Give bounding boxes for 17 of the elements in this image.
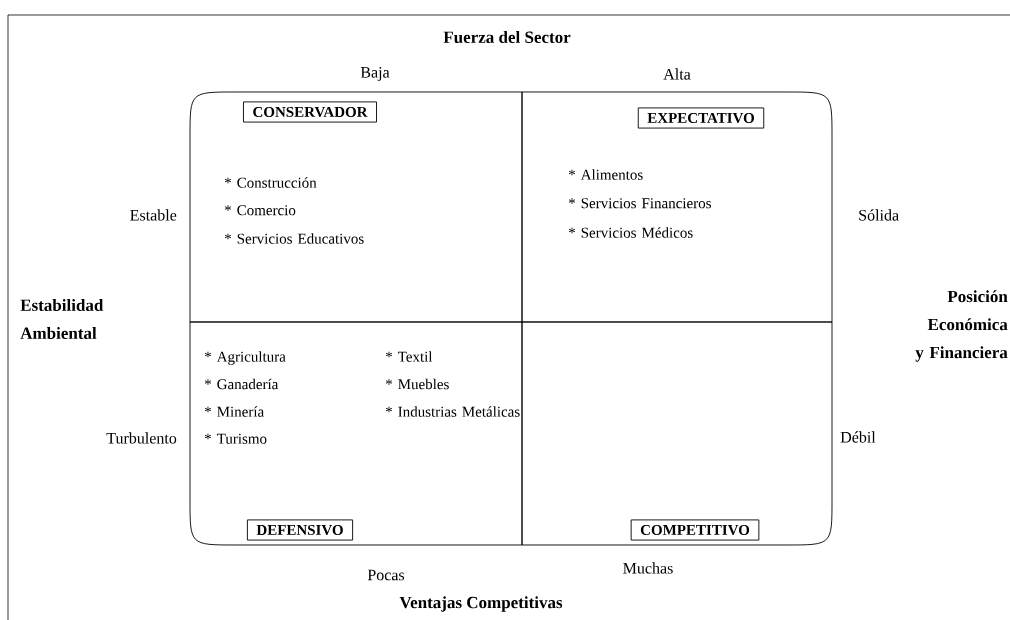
quadrant	[521, 321, 833, 546]
axis-value: Estable	[130, 209, 177, 221]
axis-title: Estabilidad Ambiental	[20, 299, 104, 339]
axis-value: Pocas	[367, 569, 405, 581]
axis-value: Muchas	[623, 562, 673, 574]
axis-value: Turbulento	[106, 432, 177, 444]
axis-value: Débil	[840, 431, 876, 443]
heading-box: CONSERVADOR	[243, 101, 377, 123]
axis-value: Baja	[360, 67, 390, 81]
heading-box: COMPETITIVO	[630, 519, 760, 541]
axis-title: Fuerza del Sector	[443, 31, 571, 43]
axis-title: Ventajas Competitivas	[399, 596, 563, 612]
axis-title: Posición Económica y Financiera	[915, 290, 1008, 362]
axis-value: Alta	[663, 68, 691, 80]
axis-value: Sólida	[859, 209, 899, 221]
heading-box: DEFENSIVO	[246, 519, 354, 541]
heading-box: EXPECTATIVO	[637, 107, 765, 129]
